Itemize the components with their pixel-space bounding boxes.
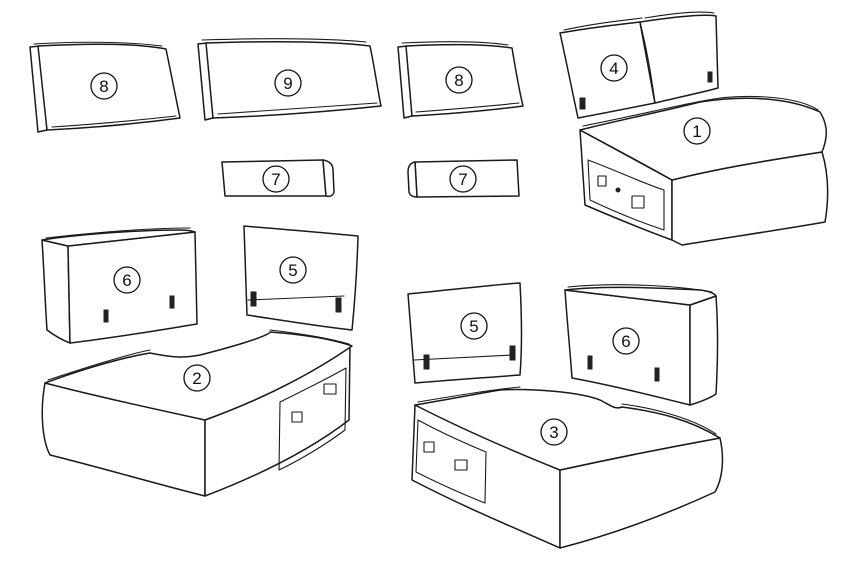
backrest-panel-right: 5: [407, 282, 523, 384]
part-label: 5: [469, 317, 478, 336]
armrest-left: 7: [221, 159, 335, 198]
part-label: 1: [692, 122, 701, 141]
part-label: 6: [621, 332, 630, 351]
part-label: 4: [609, 59, 618, 78]
part-label: 3: [549, 423, 558, 442]
pillow-right: 8: [397, 41, 524, 119]
part-label: 7: [458, 170, 467, 189]
part-label: 9: [283, 74, 292, 93]
part-label: 2: [192, 369, 201, 388]
part-label: 8: [99, 77, 108, 96]
back-cushion-left: 6: [41, 227, 198, 344]
right-seat: 3: [411, 386, 724, 549]
back-cushion-right: 6: [564, 284, 719, 406]
corner-backrest: 4: [559, 11, 719, 119]
pillow-center: 9: [197, 38, 382, 121]
part-label: 5: [288, 261, 297, 280]
part-label: 7: [271, 170, 280, 189]
corner-seat: 1: [579, 95, 829, 246]
left-seat: 2: [41, 329, 353, 497]
backrest-panel-left: 5: [243, 225, 359, 331]
armrest-right: 7: [407, 159, 520, 198]
part-label: 6: [122, 271, 131, 290]
pillow-left: 8: [29, 41, 181, 133]
part-label: 8: [454, 71, 463, 90]
